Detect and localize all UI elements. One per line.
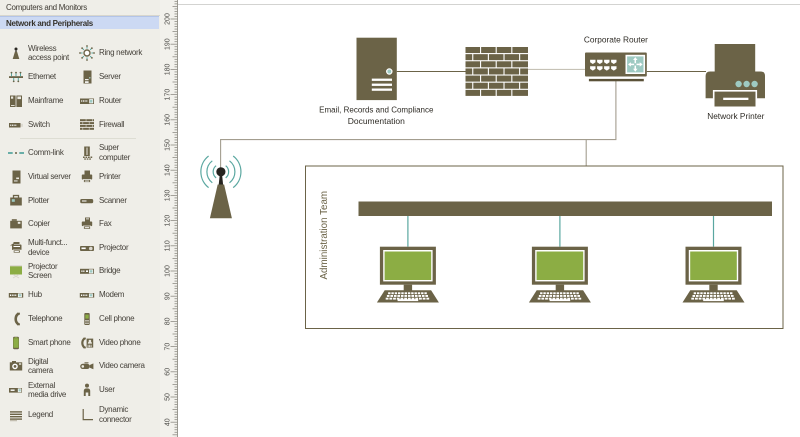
svg-text:Email, Records and Compliance: Email, Records and Compliance	[319, 106, 434, 115]
svg-text:110: 110	[165, 240, 172, 251]
svg-text:Administration Team: Administration Team	[319, 191, 330, 280]
svg-text:140: 140	[165, 164, 172, 176]
svg-text:50: 50	[165, 393, 172, 401]
svg-text:Corporate Router: Corporate Router	[584, 35, 648, 45]
svg-text:Network Printer: Network Printer	[707, 111, 764, 121]
svg-text:80: 80	[165, 317, 172, 325]
svg-text:170: 170	[165, 89, 172, 101]
svg-text:200: 200	[165, 13, 172, 25]
svg-text:190: 190	[165, 38, 172, 50]
svg-text:40: 40	[165, 418, 172, 426]
svg-text:100: 100	[165, 265, 172, 277]
svg-text:Documentation: Documentation	[348, 116, 405, 126]
svg-text:180: 180	[165, 63, 172, 75]
svg-text:60: 60	[165, 368, 172, 376]
svg-text:90: 90	[165, 292, 172, 300]
svg-text:130: 130	[165, 189, 172, 201]
svg-text:120: 120	[165, 215, 172, 227]
svg-text:160: 160	[165, 114, 172, 126]
svg-text:70: 70	[165, 343, 172, 351]
svg-text:150: 150	[165, 139, 172, 151]
